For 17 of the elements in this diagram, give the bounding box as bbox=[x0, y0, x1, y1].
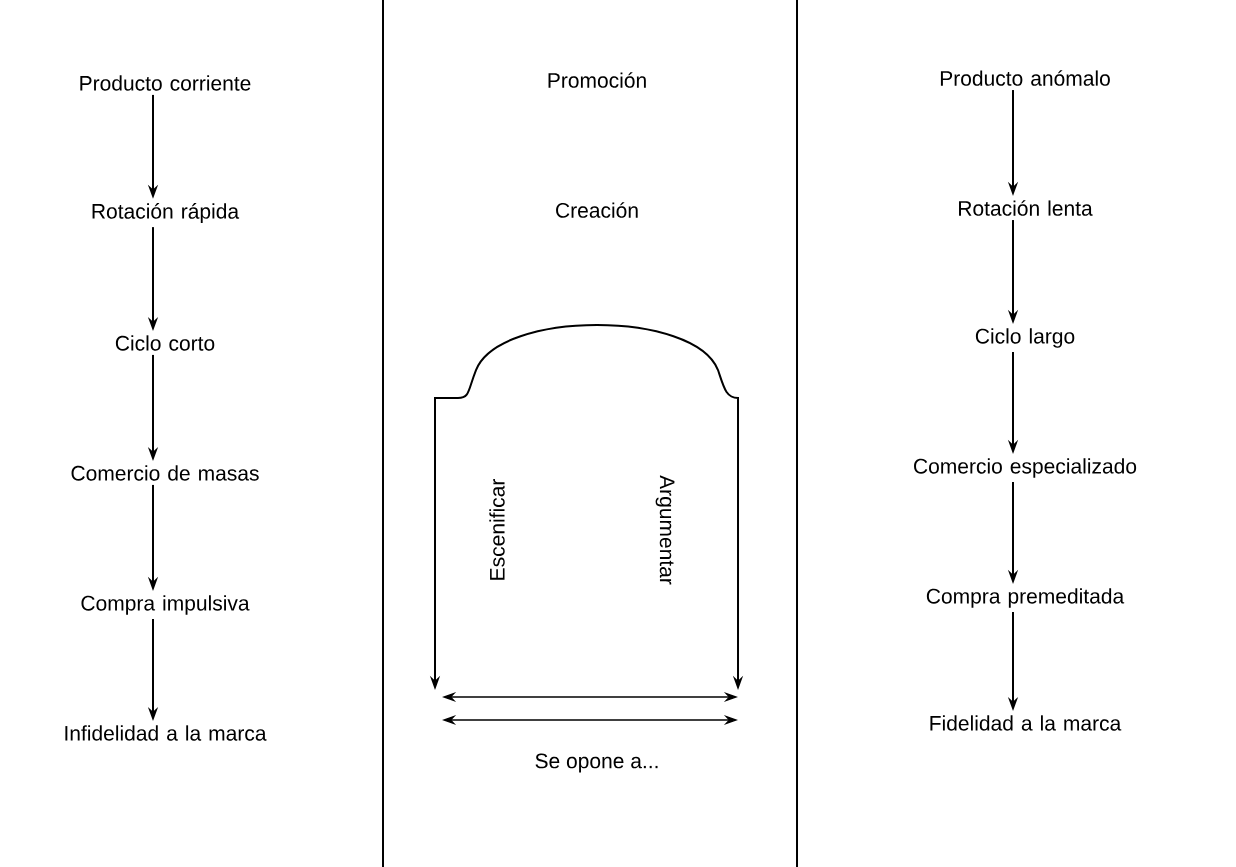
step-text: Comercio especializado bbox=[914, 458, 1137, 478]
step-text: Rotación rápida bbox=[92, 203, 240, 223]
step-text: Producto anómalo bbox=[940, 70, 1110, 86]
step-text: Ciclo corto bbox=[115, 335, 215, 351]
step-text: Producto corriente bbox=[80, 75, 251, 91]
step-text: Fidelidad a la marca bbox=[930, 715, 1122, 731]
column-heading: Promoción bbox=[548, 72, 646, 88]
step-text: Infidelidad a la marca bbox=[65, 725, 267, 741]
column-heading: Creación bbox=[556, 202, 638, 218]
rotated-label: Escenificar bbox=[489, 479, 505, 580]
step-text: Ciclo largo bbox=[975, 328, 1075, 348]
rotated-label: Argumentar bbox=[655, 475, 675, 585]
step-text: Comercio de masas bbox=[71, 465, 259, 481]
step-text: Rotación lenta bbox=[959, 200, 1093, 216]
step-text: Compra impulsiva bbox=[81, 595, 250, 615]
caption-text: Se opone a... bbox=[535, 753, 658, 773]
step-text: Compra premeditada bbox=[926, 588, 1125, 608]
